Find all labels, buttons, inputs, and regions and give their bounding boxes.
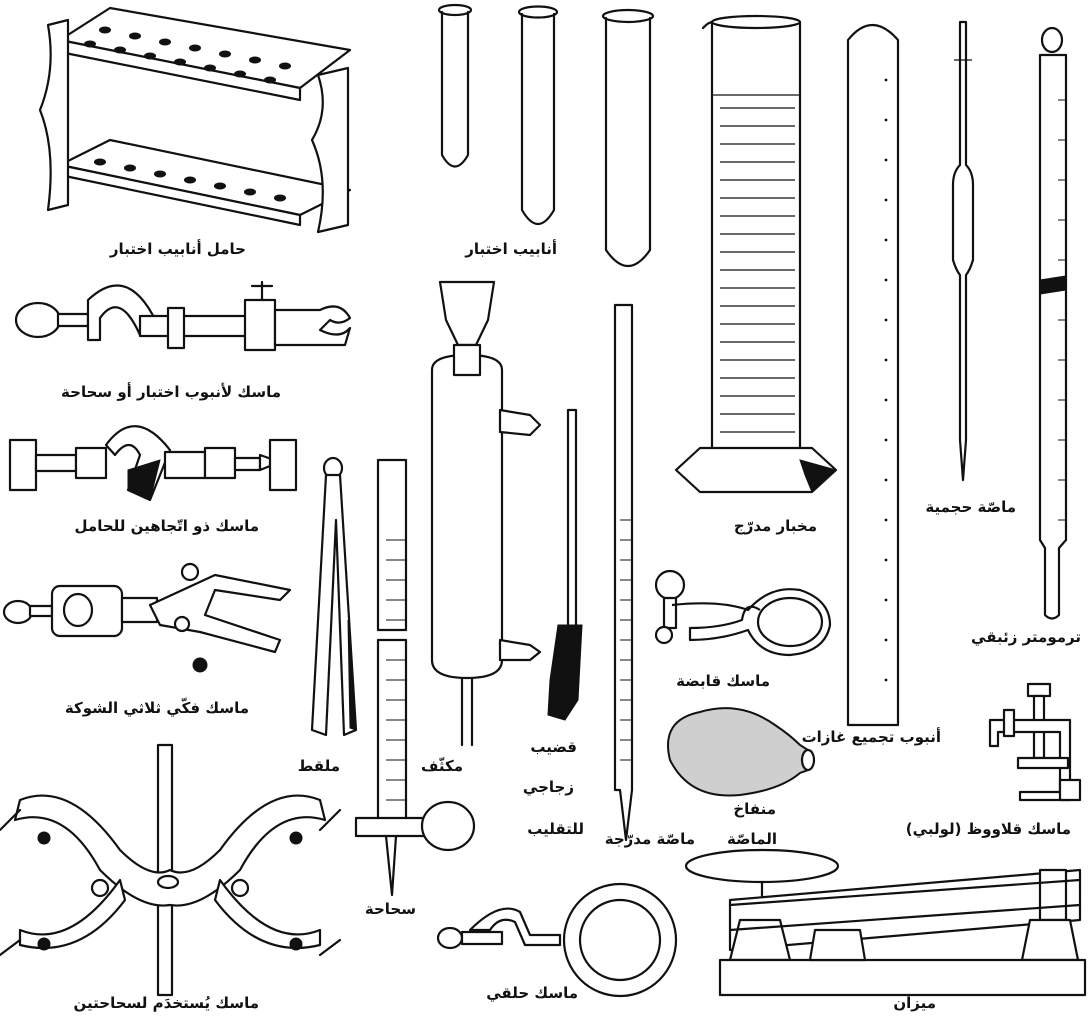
label-three-prong-clamp: ماسك فكّي ثلاثي الشوكة <box>64 699 249 717</box>
three-prong-clamp-drawing <box>2 562 292 673</box>
label-tongs: ملقط <box>297 757 340 775</box>
label-graduated-cylinder: مخبار مدرّج <box>733 517 817 535</box>
gas-collecting-tube-drawing <box>846 24 900 727</box>
balance-drawing <box>684 848 1087 997</box>
mercury-thermometer-drawing <box>1038 26 1068 620</box>
label-test-tube-clamp: ماسك لأنبوب اختبار أو سحاحة <box>61 383 281 401</box>
stirring-rod-drawing <box>547 408 583 721</box>
label-burette: سحاحة <box>364 900 416 918</box>
burette-drawing <box>354 458 476 897</box>
label-volumetric-pipette: ماصّة حجمية <box>925 498 1016 516</box>
test-tube-rack-drawing <box>38 6 352 234</box>
holding-clamp-drawing <box>654 569 832 657</box>
label-two-way-clamp: ماسك ذو اتّجاهين للحامل <box>74 517 259 535</box>
label-holding-clamp: ماسك قابضة <box>676 672 770 690</box>
condenser-drawing <box>430 280 542 747</box>
label-gas-collecting-tube: أنبوب تجميع غازات <box>801 728 941 746</box>
label-pipette-bulb-1: منفاخ <box>733 800 776 818</box>
label-screw-clamp: ماسك قلاووظ (لولبي) <box>905 820 1071 838</box>
label-test-tube-rack: حامل أنابيب اختبار <box>109 240 246 258</box>
screw-clamp-drawing <box>988 682 1082 802</box>
label-pipette-bulb-2: الماصّة <box>726 830 777 848</box>
test-tube-clamp-drawing <box>14 280 352 352</box>
label-test-tubes: أنابيب اختبار <box>465 240 557 258</box>
label-double-burette-clamp: ماسك يُستخدَم لسحاحتين <box>73 994 259 1012</box>
pipette-bulb-drawing <box>667 707 816 797</box>
tongs-drawing <box>310 456 358 737</box>
label-balance: ميزان <box>893 994 936 1012</box>
ring-clamp-drawing <box>436 882 678 998</box>
test-tubes-drawing <box>437 3 655 267</box>
graduated-pipette-drawing <box>613 303 634 842</box>
double-burette-clamp-drawing <box>0 743 342 997</box>
volumetric-pipette-drawing <box>951 20 975 482</box>
graduated-cylinder-drawing <box>674 14 838 494</box>
label-graduated-pipette: ماصّة مدرّجة <box>604 830 695 848</box>
label-stirring-rod-1: قضيب <box>530 738 577 756</box>
label-stirring-rod-2: زجاجي <box>522 778 574 796</box>
label-mercury-thermometer: ترمومتر زئبقي <box>971 628 1081 646</box>
label-ring-clamp: ماسك حلقي <box>486 984 578 1002</box>
label-condenser: مكثّف <box>421 757 463 775</box>
two-way-clamp-drawing <box>8 425 298 502</box>
label-stirring-rod-3: للتقليب <box>527 820 584 838</box>
